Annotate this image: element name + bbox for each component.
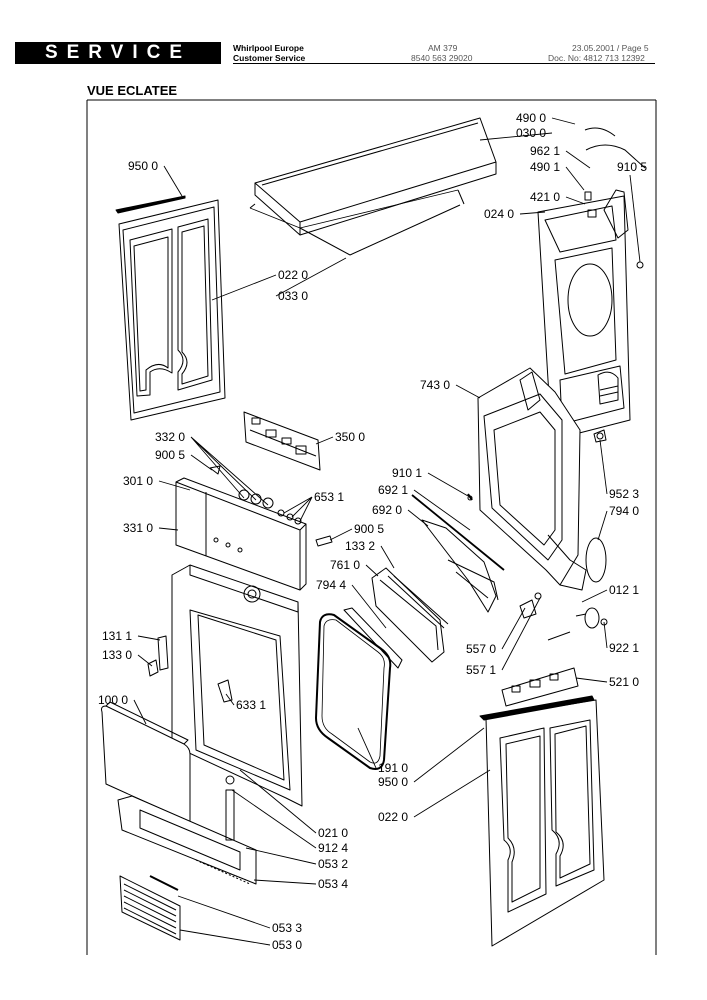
front-panel-drawing (171, 564, 303, 807)
part-label: 133 0 (102, 648, 132, 662)
part-label: 021 0 (318, 826, 348, 840)
part-label: 100 0 (98, 693, 128, 707)
part-label: 350 0 (335, 430, 365, 444)
part-label: 910 1 (392, 466, 422, 480)
part-label: 301 0 (123, 474, 153, 488)
diagram-frame (86, 99, 657, 955)
model-number: 8540 563 29020 (411, 53, 473, 63)
foot-drawing (225, 789, 235, 841)
part-label: 053 3 (272, 921, 302, 935)
part-label: 557 0 (466, 642, 496, 656)
part-label: 421 0 (530, 190, 560, 204)
control-board-drawing (243, 411, 321, 471)
service-badge: SERVICE (15, 42, 221, 64)
control-panel-drawing (175, 477, 307, 591)
motor-parts-drawing (519, 592, 608, 641)
doc-number: Doc. No: 4812 713 12392 (548, 53, 645, 63)
part-label: 633 1 (236, 698, 266, 712)
hinge-parts-drawing (157, 635, 169, 671)
company-name: Whirlpool Europe (233, 43, 304, 53)
rear-panel-drawing (537, 127, 646, 441)
part-label: 131 1 (102, 629, 132, 643)
part-label: 133 2 (345, 539, 375, 553)
part-label: 950 0 (378, 775, 408, 789)
bulkhead-drawing (477, 367, 607, 591)
part-label: 490 0 (516, 111, 546, 125)
part-label: 962 1 (530, 144, 560, 158)
part-label: 692 0 (372, 503, 402, 517)
inner-door-drawing (371, 567, 449, 663)
part-label: 332 0 (155, 430, 185, 444)
part-label: 030 0 (516, 126, 546, 140)
part-label: 191 0 (378, 761, 408, 775)
part-label: 692 1 (378, 483, 408, 497)
top-lid-drawing (249, 117, 497, 256)
part-label: 900 5 (354, 522, 384, 536)
part-label: 024 0 (484, 207, 514, 221)
drive-belt-drawing (585, 537, 607, 583)
lower-grille-drawing (119, 875, 181, 941)
part-label: 490 1 (530, 160, 560, 174)
model-name: AM 379 (428, 43, 458, 53)
part-label: 331 0 (123, 521, 153, 535)
electronic-module-drawing (501, 667, 579, 707)
part-label: 912 4 (318, 841, 348, 855)
part-label: 521 0 (609, 675, 639, 689)
kickplate-drawing (117, 795, 257, 885)
part-label: 653 1 (314, 490, 344, 504)
part-label: 761 0 (330, 558, 360, 572)
part-label: 950 0 (128, 159, 158, 173)
part-label: 053 4 (318, 877, 348, 891)
company-department: Customer Service (233, 53, 306, 63)
section-title: VUE ECLATEE (87, 83, 178, 98)
gasket-strip-drawing (343, 607, 403, 669)
part-label: 952 3 (609, 487, 639, 501)
date-page: 23.05.2001 / Page 5 (572, 43, 649, 53)
leader-lines (133, 117, 641, 946)
part-label: 900 5 (155, 448, 185, 462)
header-rule (233, 63, 655, 64)
part-label: 794 0 (609, 504, 639, 518)
part-label: 922 1 (609, 641, 639, 655)
part-label: 022 0 (278, 268, 308, 282)
front-door-panel-drawing (101, 701, 191, 823)
part-label: 794 4 (316, 578, 346, 592)
part-label: 033 0 (278, 289, 308, 303)
part-label: 557 1 (466, 663, 496, 677)
part-label: 053 2 (318, 857, 348, 871)
part-label: 022 0 (378, 810, 408, 824)
part-label: 053 0 (272, 938, 302, 952)
door-seal-drawing (315, 613, 392, 770)
part-label: 910 5 (617, 160, 647, 174)
left-side-panel-drawing (115, 195, 226, 421)
part-label: 743 0 (420, 378, 450, 392)
right-side-panel-drawing (479, 695, 605, 947)
part-label: 012 1 (609, 583, 639, 597)
